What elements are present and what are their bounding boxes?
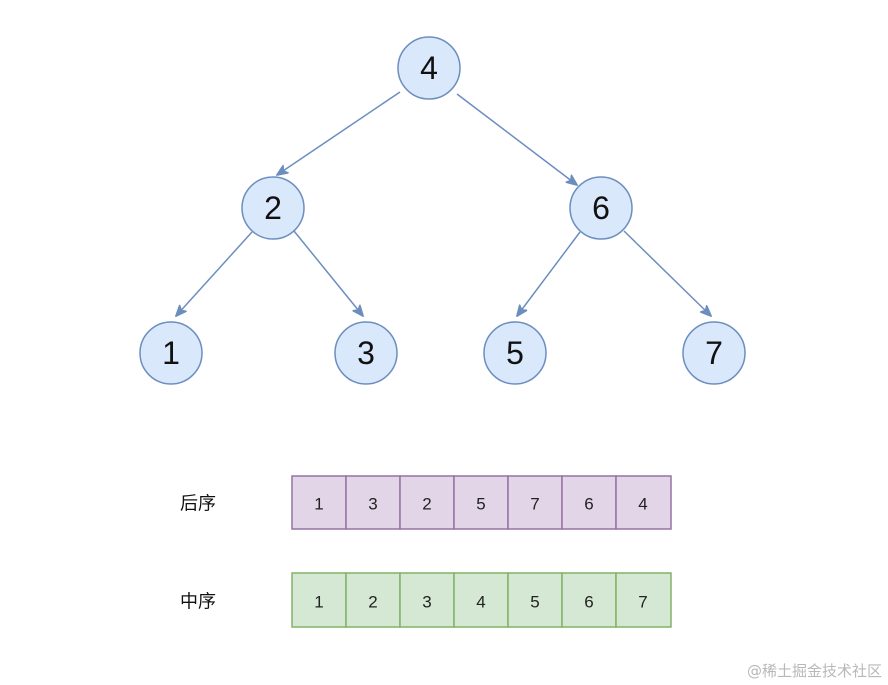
inorder-cell: 1 [314, 593, 323, 612]
tree-node-left: 2 [241, 176, 305, 240]
edge-6-to-7 [623, 230, 711, 316]
tree-node-left-right-label: 3 [357, 335, 375, 371]
postorder-cell: 6 [584, 495, 593, 514]
inorder-cell: 3 [422, 593, 431, 612]
edge-2-to-1 [176, 231, 253, 316]
postorder-cell: 7 [530, 495, 539, 514]
postorder-cell: 3 [368, 495, 377, 514]
edge-6-to-5 [517, 231, 581, 316]
inorder-cell: 6 [584, 593, 593, 612]
postorder-cell: 5 [476, 495, 485, 514]
inorder-label: 中序 [180, 592, 216, 613]
tree-node-left-left-label: 1 [162, 335, 180, 371]
postorder-label: 后序 [180, 494, 216, 515]
edge-4-to-6 [456, 93, 577, 185]
postorder-cell: 1 [314, 495, 323, 514]
postorder-array: 1 3 2 5 7 6 4 [291, 475, 672, 530]
edge-4-to-2 [277, 91, 401, 175]
inorder-cell: 7 [638, 593, 647, 612]
postorder-cell: 2 [422, 495, 431, 514]
inorder-cell: 2 [368, 593, 377, 612]
tree-node-right-left: 5 [483, 321, 547, 385]
edge-2-to-3 [293, 230, 363, 316]
tree-node-root: 4 [397, 36, 461, 100]
inorder-cell: 5 [530, 593, 539, 612]
tree-node-left-right: 3 [334, 321, 398, 385]
tree-node-right-right-label: 7 [705, 335, 723, 371]
tree-node-right: 6 [569, 176, 633, 240]
tree-node-right-label: 6 [592, 190, 610, 226]
inorder-array: 1 2 3 4 5 6 7 [291, 572, 672, 628]
postorder-cell: 4 [638, 495, 647, 514]
tree-node-right-left-label: 5 [506, 335, 524, 371]
tree-node-left-label: 2 [264, 190, 282, 226]
tree-node-left-left: 1 [139, 321, 203, 385]
watermark-text: @稀土掘金技术社区 [746, 662, 882, 680]
tree-node-root-label: 4 [420, 50, 438, 86]
inorder-cell: 4 [476, 593, 485, 612]
tree-node-right-right: 7 [682, 321, 746, 385]
